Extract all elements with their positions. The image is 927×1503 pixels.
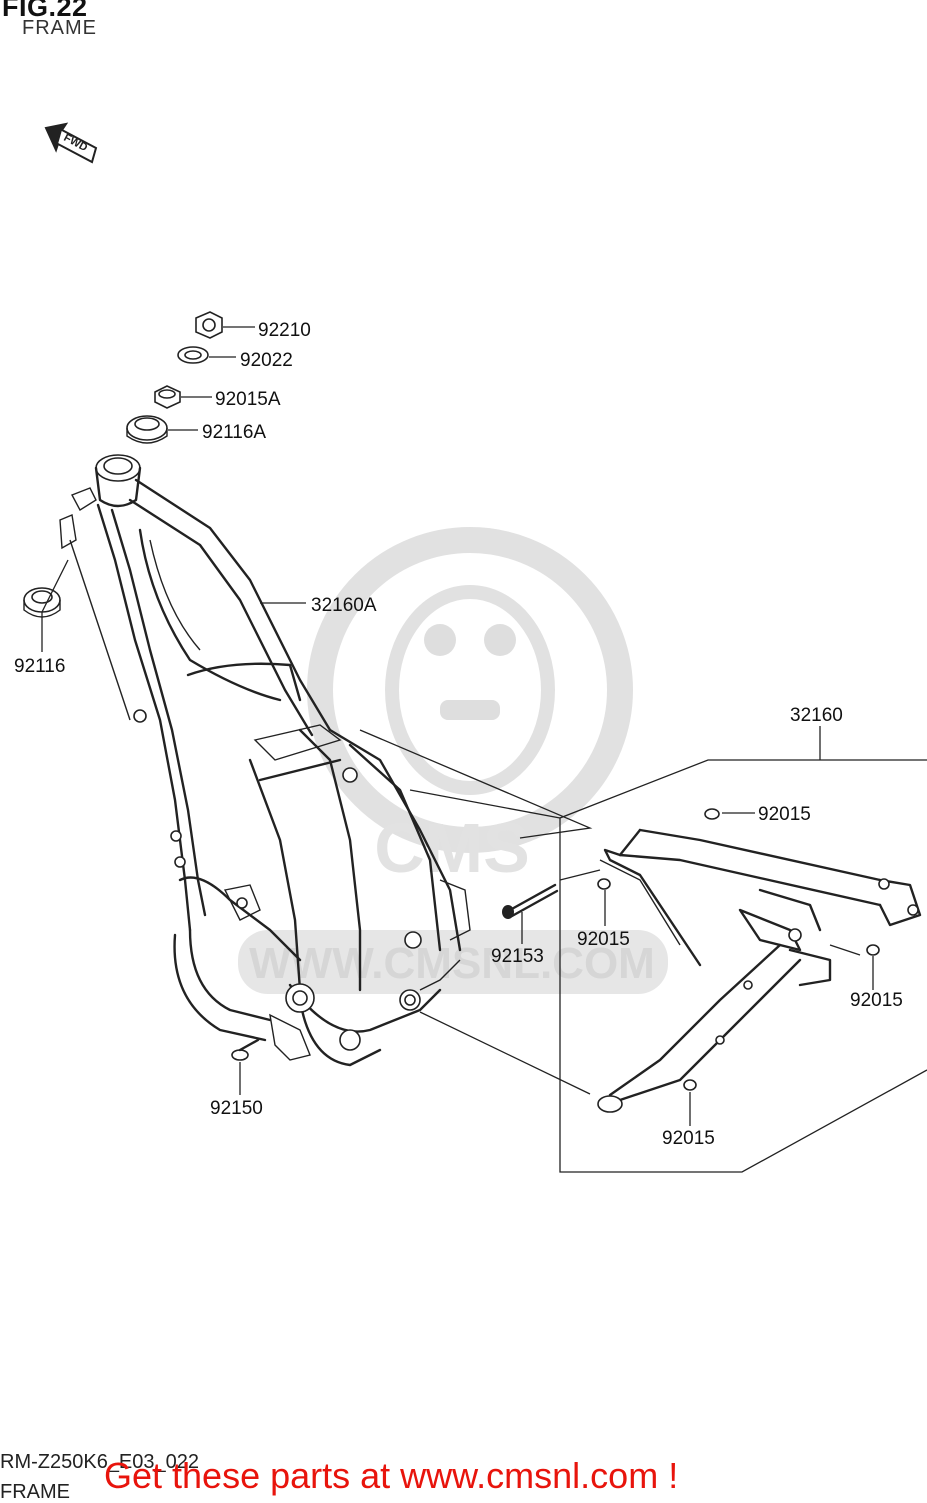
bolt-92150 <box>231 1038 260 1061</box>
callout-labels: 92210 92022 92015A 92116A 32160A 92116 3… <box>14 320 903 1149</box>
watermark-logo-icon: CMS WWW.CMSNL.COM <box>238 527 668 994</box>
leader-lines <box>41 326 927 1173</box>
diagram-code: RM-Z250K6_E03_022 <box>0 1451 200 1473</box>
part-92116a-bearing <box>126 415 168 444</box>
bolt-92015-top <box>704 808 720 820</box>
figure-title: FIG.22 <box>2 0 88 22</box>
diagram-name: FRAME <box>0 1481 70 1503</box>
bolt-92153 <box>502 883 559 919</box>
callout-92116: 92116 <box>14 656 65 677</box>
callout-92153: 92153 <box>491 946 544 967</box>
bolt-92015-bottom <box>683 1079 697 1091</box>
part-92015a-nut <box>154 385 181 409</box>
watermark-url: WWW.CMSNL.COM <box>249 939 655 988</box>
part-92022-washer <box>177 346 209 364</box>
callout-92015-right: 92015 <box>850 990 903 1011</box>
callout-92015a: 92015A <box>215 389 281 410</box>
bolt-92015-mid <box>597 878 611 890</box>
callout-92022: 92022 <box>240 350 293 371</box>
callout-32160: 32160 <box>790 705 843 726</box>
callout-92150: 92150 <box>210 1098 263 1119</box>
callout-92015-mid: 92015 <box>577 929 630 950</box>
fwd-arrow-icon: FWD <box>44 122 98 164</box>
callout-92015-top: 92015 <box>758 804 811 825</box>
callout-32160a: 32160A <box>311 595 377 616</box>
promo-link[interactable]: Get these parts at www.cmsnl.com ! <box>104 1455 679 1496</box>
bolt-92015-right <box>866 944 880 956</box>
bolts <box>231 808 880 1091</box>
subframe-32160 <box>597 828 922 1113</box>
callout-92015-bottom: 92015 <box>662 1128 715 1149</box>
callout-92210: 92210 <box>258 320 311 341</box>
main-frame-32160a <box>59 454 471 1067</box>
callout-92116a: 92116A <box>202 422 266 443</box>
steering-stem-parts <box>23 311 223 618</box>
part-92210-nut <box>195 311 223 339</box>
watermark-logo-text: CMS <box>374 809 530 887</box>
figure-subtitle: FRAME <box>22 17 97 39</box>
